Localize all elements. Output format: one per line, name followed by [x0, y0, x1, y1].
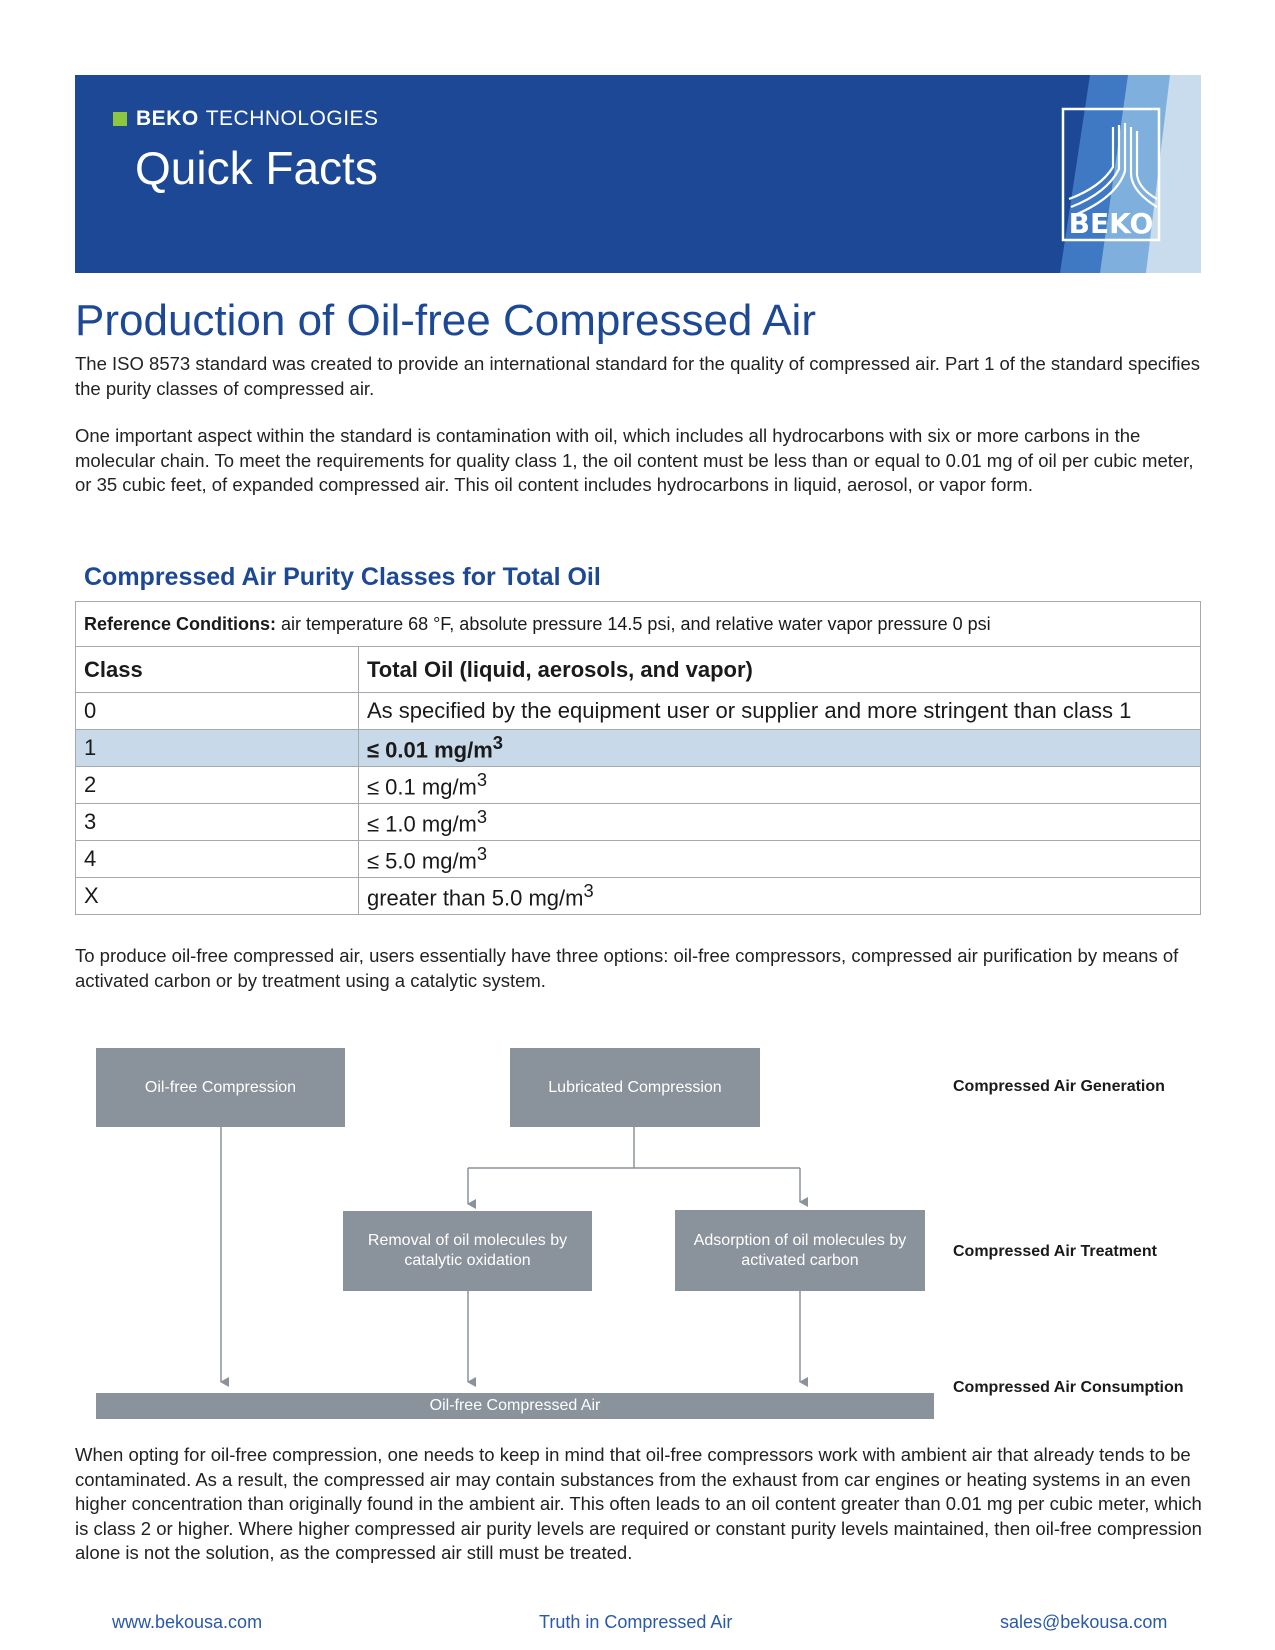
reference-conditions: Reference Conditions: air temperature 68… — [75, 601, 1201, 647]
table-row: 2 ≤ 0.1 mg/m3 — [75, 766, 1201, 804]
brand-name: BEKO TECHNOLOGIES — [113, 107, 379, 131]
stage-generation-label: Compressed Air Generation — [953, 1078, 1165, 1095]
class-cell: X — [75, 877, 359, 915]
header-banner: BEKO TECHNOLOGIES Quick Facts BEKO — [75, 75, 1201, 273]
reference-label: Reference Conditions: — [84, 613, 277, 634]
table-row: 4 ≤ 5.0 mg/m3 — [75, 840, 1201, 878]
oil-value: ≤ 1.0 mg/m — [367, 811, 477, 837]
brand-square-icon — [113, 112, 127, 126]
header-subtitle: Quick Facts — [135, 142, 378, 194]
oil-value: As specified by the equipment user or su… — [367, 698, 1132, 723]
superscript: 3 — [476, 806, 488, 828]
superscript: 3 — [476, 843, 488, 865]
oil-value: ≤ 5.0 mg/m — [367, 848, 477, 874]
stage-consumption-label: Compressed Air Consumption — [953, 1379, 1184, 1396]
logo-text: BEKO — [1069, 207, 1154, 240]
class-cell: 0 — [75, 692, 359, 730]
class-cell: 1 — [75, 729, 359, 767]
intro-paragraph: The ISO 8573 standard was created to pro… — [75, 353, 1201, 399]
oil-paragraph: One important aspect within the standard… — [75, 425, 1194, 495]
superscript: 3 — [476, 769, 488, 791]
class-cell: 4 — [75, 840, 359, 878]
oil-cell: As specified by the equipment user or su… — [358, 692, 1201, 730]
catalytic-oxidation-box: Removal of oil molecules by catalytic ox… — [343, 1211, 592, 1291]
footer-email-link[interactable]: sales@bekousa.com — [1000, 1612, 1168, 1632]
purity-table: Reference Conditions: air temperature 68… — [75, 601, 1201, 915]
brand-bold: BEKO — [136, 107, 199, 130]
class-cell: 2 — [75, 766, 359, 804]
table-heading: Compressed Air Purity Classes for Total … — [84, 563, 601, 591]
oil-value: ≤ 0.01 mg/m — [367, 737, 493, 763]
superscript: 3 — [492, 732, 503, 754]
footer-website-link[interactable]: www.bekousa.com — [112, 1612, 263, 1632]
lubricated-compression-box: Lubricated Compression — [510, 1048, 760, 1127]
table-row: X greater than 5.0 mg/m3 — [75, 877, 1201, 915]
superscript: 3 — [583, 880, 594, 902]
oil-free-compression-box: Oil-free Compression — [96, 1048, 345, 1127]
reference-row: Reference Conditions: air temperature 68… — [75, 601, 1201, 647]
page-title: Production of Oil-free Compressed Air — [75, 296, 816, 345]
stage-treatment-label: Compressed Air Treatment — [953, 1243, 1157, 1260]
table-row: 0 As specified by the equipment user or … — [75, 692, 1201, 730]
brand-rest: TECHNOLOGIES — [205, 107, 379, 130]
table-header-row: Class Total Oil (liquid, aerosols, and v… — [75, 646, 1201, 693]
options-paragraph: To produce oil-free compressed air, user… — [75, 945, 1179, 991]
oil-cell: ≤ 0.01 mg/m3 — [358, 729, 1201, 767]
oil-free-compressed-air-bar: Oil-free Compressed Air — [96, 1393, 934, 1419]
oil-value: ≤ 0.1 mg/m — [367, 774, 477, 800]
oil-value: greater than 5.0 mg/m — [367, 885, 584, 911]
activated-carbon-box: Adsorption of oil molecules by activated… — [675, 1210, 925, 1291]
table-row-highlighted: 1 ≤ 0.01 mg/m3 — [75, 729, 1201, 767]
oil-free-compression-paragraph: When opting for oil-free compression, on… — [75, 1444, 1202, 1563]
reference-text: air temperature 68 °F, absolute pressure… — [276, 613, 991, 634]
oil-cell: ≤ 0.1 mg/m3 — [358, 766, 1201, 804]
oil-cell: ≤ 5.0 mg/m3 — [358, 840, 1201, 878]
beko-logo-icon: BEKO — [1061, 107, 1161, 242]
footer-tagline: Truth in Compressed Air — [539, 1612, 733, 1632]
oil-cell: greater than 5.0 mg/m3 — [358, 877, 1201, 915]
